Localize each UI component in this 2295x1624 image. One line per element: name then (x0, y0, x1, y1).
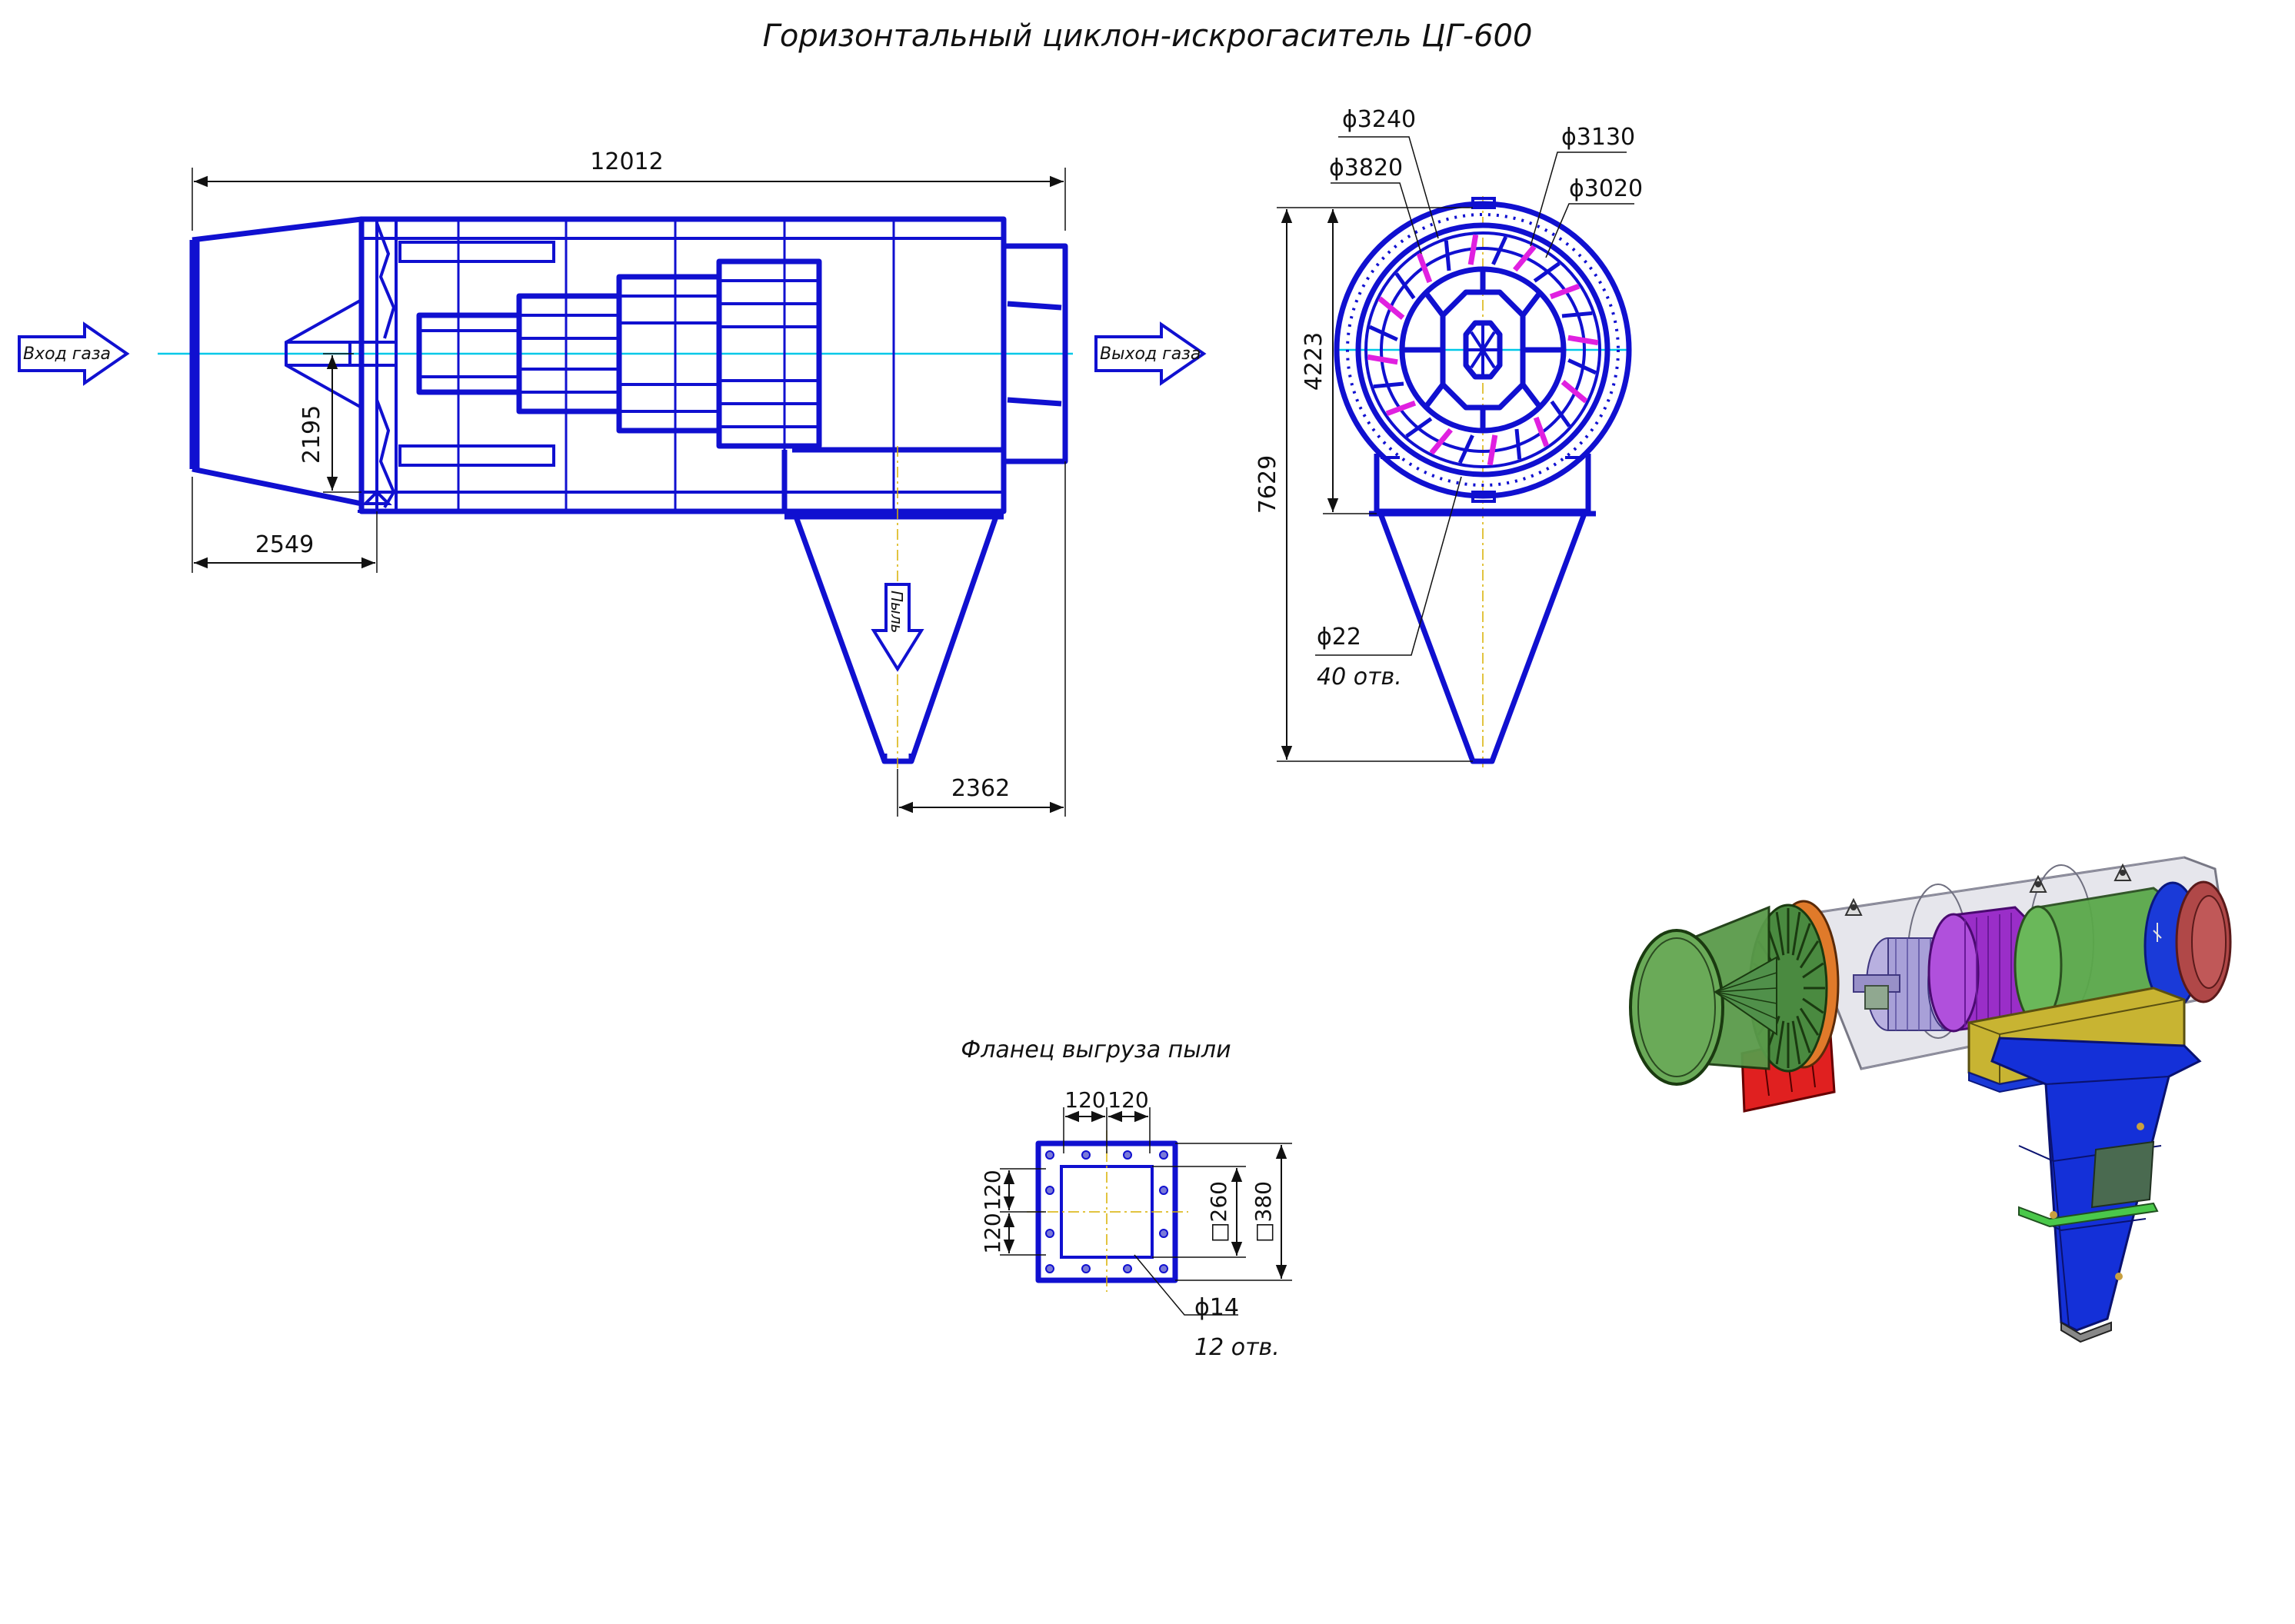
dia-3820: ϕ3820 (1329, 155, 1403, 181)
vane (1429, 428, 1453, 455)
vane (1491, 235, 1508, 265)
page-title: Горизонтальный циклон-искрогаситель ЦГ-6… (763, 18, 1533, 54)
isometric-render (1629, 856, 2232, 1343)
hole-dia-22: ϕ22 (1317, 624, 1361, 651)
flange-hole-dia: ϕ14 (1194, 1294, 1239, 1321)
flange-hole (1045, 1186, 1054, 1195)
louvre (1775, 911, 1785, 956)
flange-left-dim-bottom: 120 (980, 1213, 1005, 1253)
outlet-label: Выход газа (1100, 344, 1201, 364)
flange-outer-square: □380 (1251, 1181, 1276, 1243)
dim-inlet-length: 2549 (255, 531, 314, 558)
vane (1549, 283, 1581, 300)
flange-left-dim-top: 120 (980, 1170, 1005, 1210)
inlet-arrow (18, 321, 130, 386)
flange-hole (1045, 1229, 1054, 1238)
dust-label: Пыль (888, 591, 906, 633)
flange-hole (1159, 1264, 1168, 1273)
dim-overall-length: 12012 (590, 148, 663, 175)
flange-top-dim-right: 120 (1108, 1087, 1148, 1113)
flange-hole (1123, 1264, 1132, 1273)
outlet-nozzle (1004, 243, 1068, 464)
vane (1550, 400, 1571, 428)
flange-hole (1045, 1150, 1054, 1160)
flange-hole (1159, 1186, 1168, 1195)
vane (1533, 261, 1561, 283)
louvre (1799, 1007, 1820, 1036)
flange-hole (1081, 1150, 1091, 1160)
inlet-cone (189, 216, 365, 507)
vane (1416, 252, 1433, 284)
louvre (1791, 911, 1801, 956)
vane (1513, 245, 1537, 272)
ring-3240 (1355, 222, 1610, 478)
front-vanes (1367, 234, 1599, 466)
vane (1487, 434, 1498, 466)
dia-3130: ϕ3130 (1561, 124, 1635, 151)
flange-hole-count: 12 отв. (1194, 1334, 1280, 1361)
louvre (1791, 1020, 1801, 1065)
hole-count-40: 40 отв. (1317, 664, 1402, 691)
louvre (1802, 997, 1824, 1014)
vane (1405, 417, 1433, 438)
louvre (1775, 1020, 1785, 1065)
vane (1368, 324, 1398, 341)
dim-body-height: 4223 (1301, 332, 1327, 391)
louvre (1796, 1015, 1811, 1053)
front-view: 4223 7629 ϕ3240 ϕ3820 ϕ3130 ϕ3020 ϕ22 40… (1254, 106, 1643, 769)
flange-top-dim-left: 120 (1064, 1087, 1105, 1113)
vane (1561, 311, 1593, 318)
flange-holes (1045, 1150, 1168, 1273)
vane (1533, 416, 1550, 448)
flange-hole (1159, 1229, 1168, 1238)
inner-drums (416, 258, 822, 449)
vane (1561, 380, 1588, 404)
vane (1514, 428, 1522, 460)
dust-arrow (871, 583, 924, 672)
vane (1467, 234, 1479, 265)
flange-hole (1081, 1264, 1091, 1273)
louvre (1799, 940, 1820, 969)
vane (1385, 400, 1417, 417)
vane (1444, 240, 1451, 271)
dim-axis-height: 2195 (298, 405, 325, 464)
dia-3240: ϕ3240 (1342, 106, 1416, 133)
dim-total-height: 7629 (1254, 455, 1281, 514)
vane (1457, 434, 1474, 464)
flange-detail: Фланец выгруза пыли 120 120 120 120 □260… (961, 1037, 1292, 1361)
side-view: 12012 (18, 148, 1207, 817)
flange-hole (1045, 1264, 1054, 1273)
flange-inner-square: □260 (1206, 1181, 1231, 1243)
inlet-label: Вход газа (23, 344, 111, 364)
flange-title: Фланец выгруза пыли (961, 1037, 1231, 1063)
outlet-arrow (1094, 321, 1207, 386)
flange-hole (1159, 1150, 1168, 1160)
vane (1394, 272, 1416, 300)
vane (1567, 334, 1599, 346)
flange-hole (1123, 1150, 1132, 1160)
vane (1377, 296, 1405, 320)
render-hatch (2090, 1140, 2155, 1209)
louvre (1802, 962, 1824, 979)
vane (1567, 358, 1597, 375)
vane (1373, 381, 1404, 389)
dim-outlet-offset: 2362 (951, 775, 1010, 802)
dia-3020: ϕ3020 (1569, 175, 1643, 202)
louvre (1796, 923, 1811, 961)
vane (1367, 354, 1398, 365)
front-support (1369, 454, 1596, 764)
